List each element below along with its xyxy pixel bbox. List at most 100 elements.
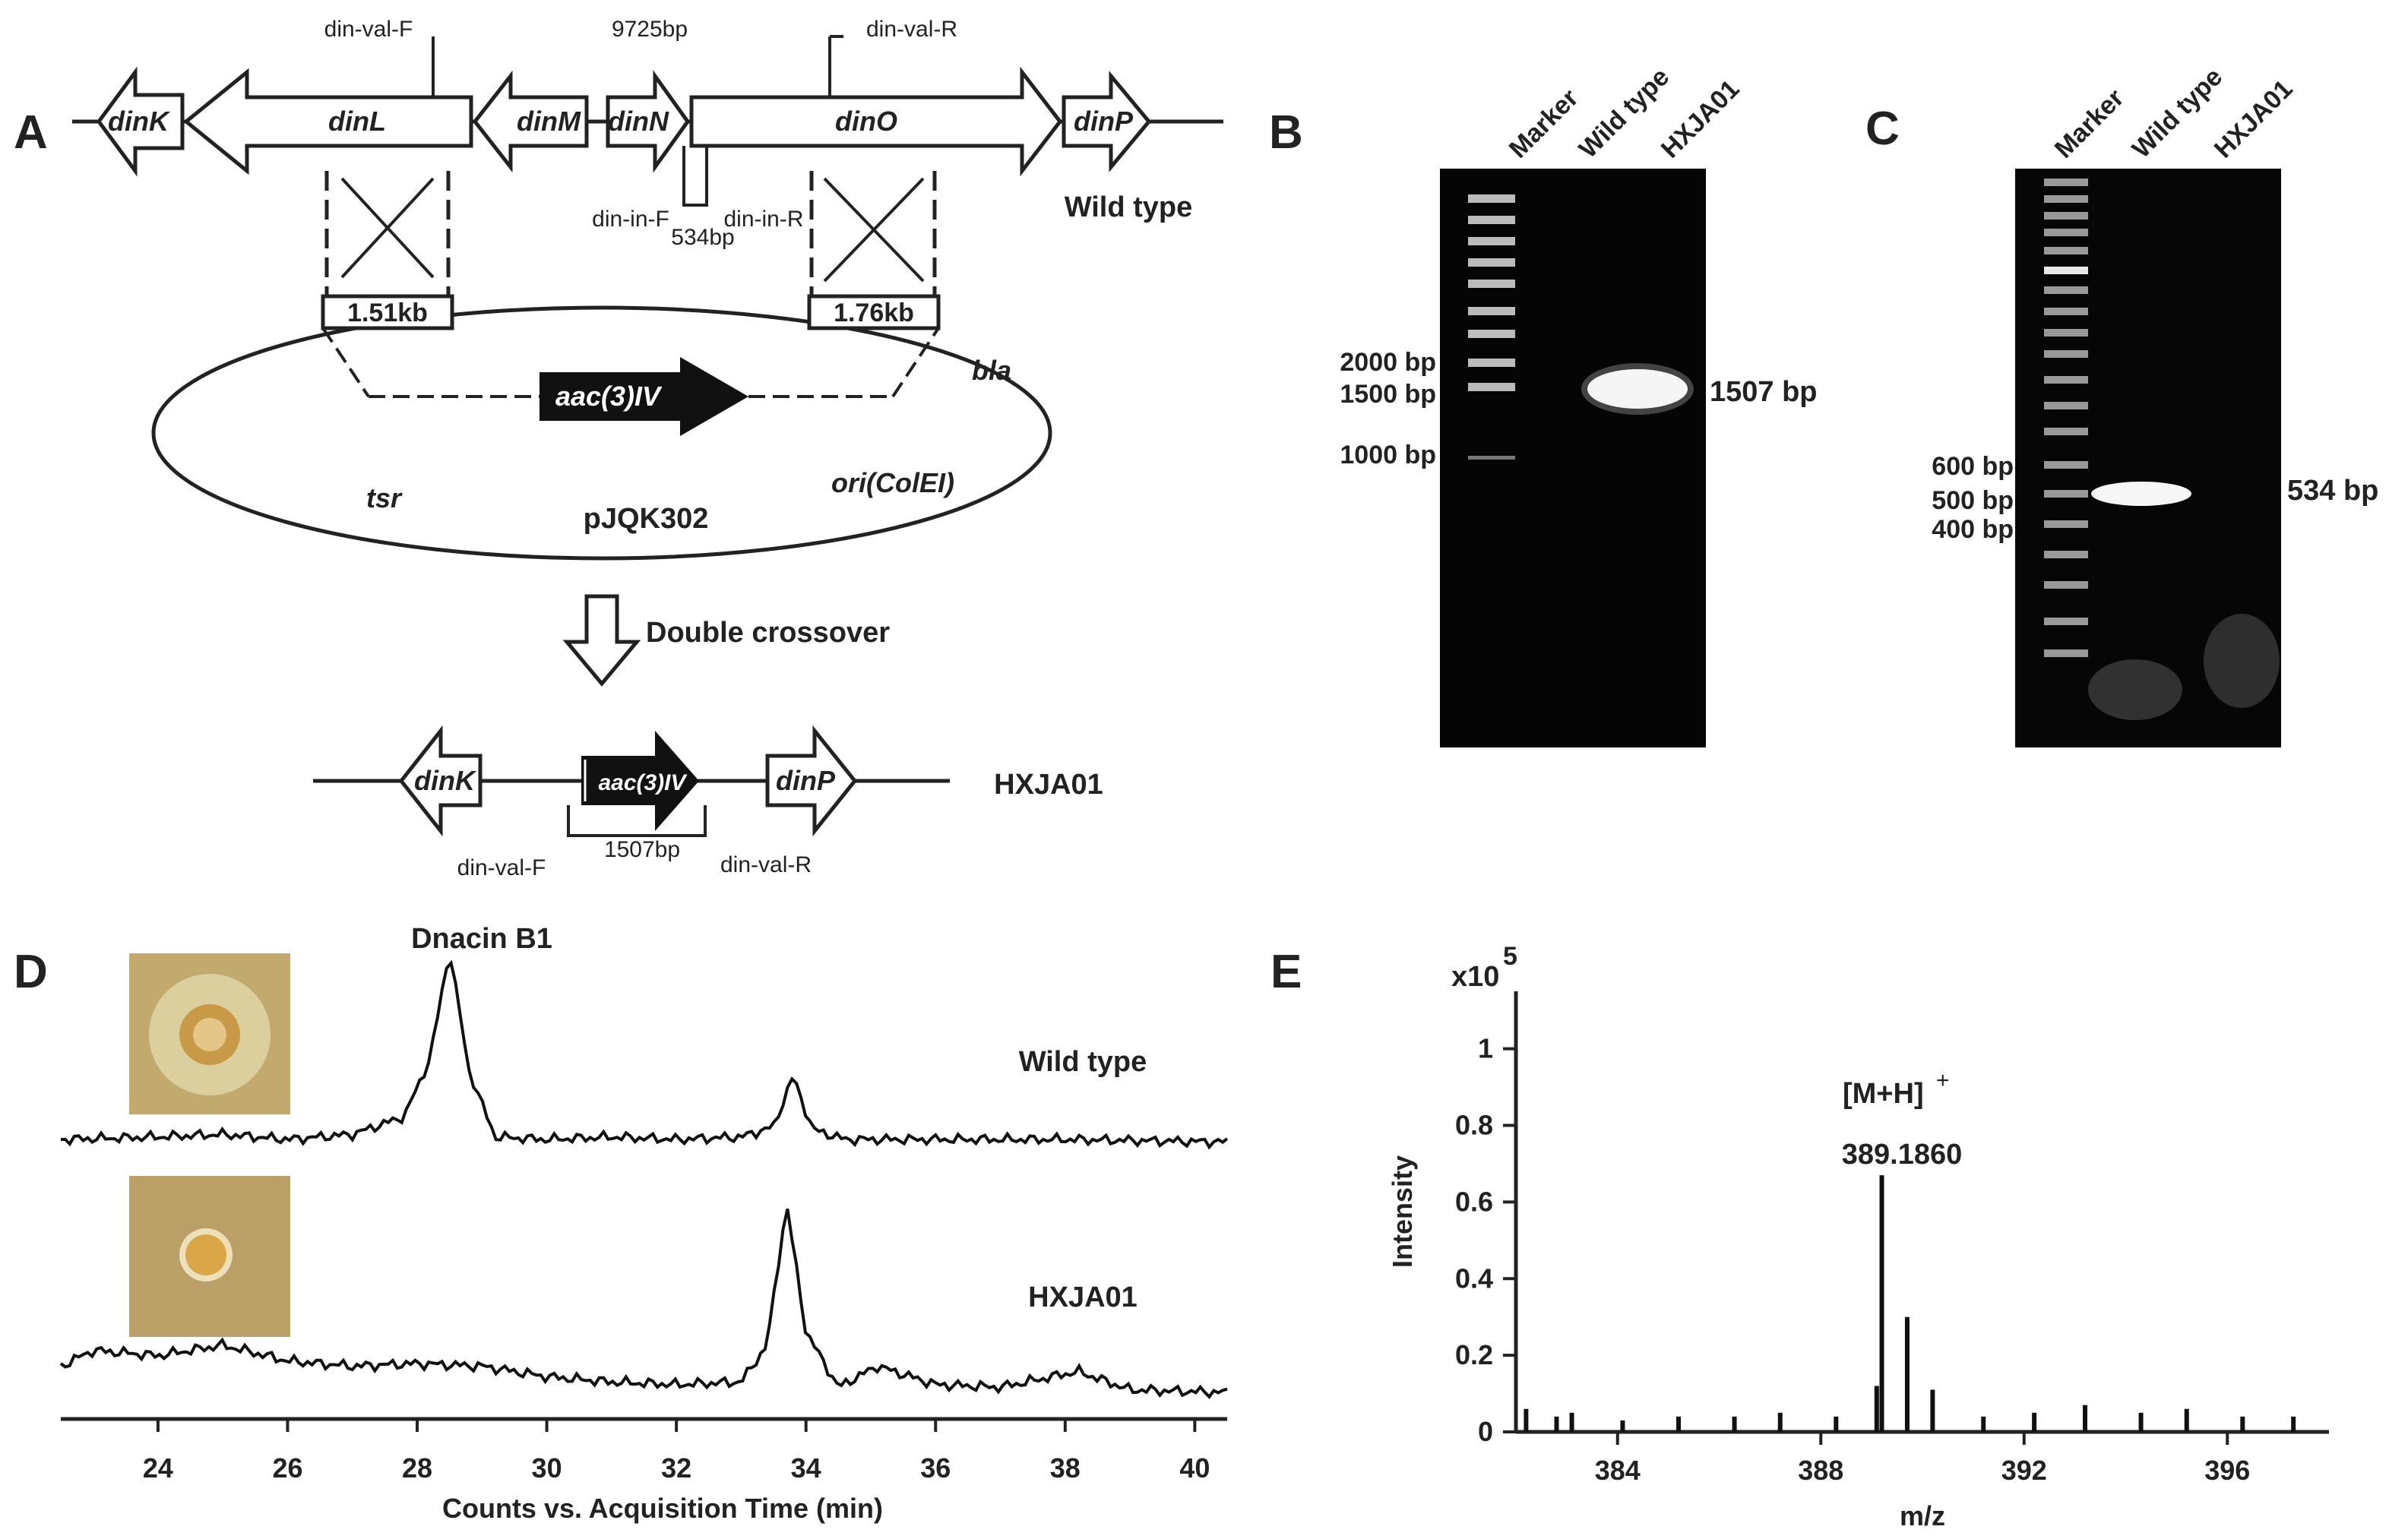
gel-b-lane-marker: Marker — [1504, 84, 1584, 164]
insert-dash-left-diag — [321, 327, 370, 398]
e-y-tick-label: 0.8 — [1455, 1110, 1493, 1141]
panel-b: B Marker Wild type HXJA01 2000 bp 1500 b… — [1269, 62, 1818, 747]
primer-in-r-label: din-in-R — [723, 207, 803, 232]
d-trace-hxja01 — [59, 1208, 1228, 1399]
panel-a: A dinK dinL dinM dinN dinO dinP din-val-… — [14, 17, 1223, 880]
e-y-tick-label: 0.4 — [1455, 1262, 1493, 1294]
d-trace-wildtype — [60, 959, 1229, 1150]
gel-c-ladder-band — [2044, 428, 2088, 435]
gel-c-band-label: 534 bp — [2287, 475, 2378, 507]
gel-c-ladder-band — [2044, 308, 2088, 315]
mutant-dinP-arrow — [765, 725, 858, 837]
gel-b-ladder-1000: 1000 bp — [1340, 441, 1436, 469]
gel-c-ladder-band — [2044, 520, 2088, 528]
e-ion-label: [M+H] — [1843, 1078, 1924, 1110]
gel-c-ladder-band — [2044, 490, 2088, 498]
wildtype-label: Wild type — [1065, 191, 1193, 223]
crossover-right — [809, 171, 937, 296]
gel-c-ladder-band — [2044, 247, 2088, 254]
gel-b-ladder-2000: 2000 bp — [1340, 348, 1436, 377]
gel-c-ladder-band — [2044, 229, 2088, 236]
trace-label-hxja01: HXJA01 — [1028, 1281, 1138, 1313]
inset-hxja01-photo — [129, 1176, 290, 1337]
gene-dinO-label: dinO — [835, 106, 897, 137]
gel-b-ladder-band — [1468, 237, 1515, 245]
mutant-dinP-label: dinP — [776, 765, 836, 796]
panel-b-label: B — [1269, 106, 1303, 159]
gel-c-ladder-400: 400 bp — [1932, 515, 2014, 544]
panel-a-label: A — [14, 106, 48, 159]
e-multiplier-exp: 5 — [1503, 942, 1517, 971]
gel-b-ladder-band — [1468, 330, 1515, 338]
gel-c-ladder-band — [2044, 267, 2088, 274]
d-x-tick-label: 28 — [402, 1452, 432, 1484]
d-x-tick-label: 26 — [272, 1452, 302, 1484]
bla-label: bla — [972, 355, 1011, 386]
gene-dinM-label: dinM — [517, 106, 581, 137]
e-mz-value: 389.1860 — [1842, 1139, 1963, 1171]
panel-c: C Marker Wild type HXJA01 600 bp 500 bp … — [1865, 62, 2378, 747]
panel-c-label: C — [1865, 103, 1900, 155]
size-total-label: 9725bp — [612, 17, 688, 42]
gel-c-ladder-band — [2044, 618, 2088, 625]
e-y-tick-label: 1 — [1478, 1033, 1493, 1064]
size-in-label: 534bp — [671, 225, 734, 250]
e-y-tick-label: 0.2 — [1455, 1339, 1493, 1370]
gel-b-ladder-band — [1468, 216, 1515, 224]
panel-d-label: D — [14, 946, 48, 998]
d-x-tick-label: 38 — [1050, 1452, 1081, 1484]
e-y-tick-label: 0.6 — [1455, 1186, 1493, 1217]
gel-c-lane-marker: Marker — [2049, 84, 2130, 164]
primer-val-r-label: din-val-R — [866, 17, 957, 42]
gel-c-ladder-band — [2044, 649, 2088, 657]
gene-dinK-arrow — [96, 66, 185, 177]
gene-dinN-label: dinN — [608, 106, 669, 137]
e-x-tick-label: 392 — [2001, 1455, 2047, 1486]
d-traces — [59, 959, 1229, 1399]
mutant-primer-bracket — [567, 805, 707, 837]
e-x-axis-label: m/z — [1900, 1500, 1945, 1531]
gel-b-ladder-band — [1468, 456, 1515, 460]
gel-b-ladder-band — [1468, 194, 1515, 203]
resistance-arrow — [540, 357, 748, 436]
gel-c-smear-wildtype — [2088, 659, 2182, 720]
d-x-tick-label: 30 — [532, 1452, 562, 1484]
d-x-tick-label: 24 — [143, 1452, 173, 1484]
e-peaks — [1524, 1175, 2296, 1432]
mutant-dinK-label: dinK — [414, 765, 477, 796]
trace-label-wildtype: Wild type — [1019, 1046, 1147, 1078]
gene-dinL-label: dinL — [328, 106, 386, 137]
mutant-resistance-label: aac(3)IV — [598, 770, 688, 795]
mutant-name-label: HXJA01 — [994, 769, 1103, 801]
gene-dinP-label: dinP — [1074, 106, 1134, 137]
mutant-resistance-arrow — [581, 731, 699, 831]
gel-c-ladder-band — [2044, 195, 2088, 203]
gel-c-ladder-band — [2044, 350, 2088, 358]
inset-wildtype-photo — [129, 953, 290, 1114]
e-ion-sup: + — [1936, 1068, 1950, 1093]
mutant-size-label: 1507bp — [604, 837, 680, 862]
gel-c-ladder-band — [2044, 212, 2088, 220]
gene-dinO-arrow — [689, 66, 1063, 177]
arm-right-label: 1.76kb — [834, 299, 914, 327]
arm-right-box — [807, 294, 941, 330]
gel-c-ladder-band — [2044, 286, 2088, 294]
gel-c-ladder-band — [2044, 581, 2088, 589]
gene-dinL-arrow — [183, 68, 473, 175]
gel-c-ladder-band — [2044, 179, 2088, 186]
plasmid-circle — [151, 305, 1052, 561]
gel-b-band-hxja01 — [1587, 369, 1688, 409]
primer-in-bracket — [682, 146, 708, 207]
tsr-label: tsr — [366, 482, 403, 514]
primer-val-f-label: din-val-F — [324, 17, 413, 42]
gel-c-ladder-band — [2044, 461, 2088, 469]
insert-dash-right-diag — [891, 327, 940, 398]
d-x-tick-label: 32 — [661, 1452, 691, 1484]
gel-b-ladder-band — [1468, 383, 1515, 391]
gel-c-ladder-band — [2044, 329, 2088, 337]
